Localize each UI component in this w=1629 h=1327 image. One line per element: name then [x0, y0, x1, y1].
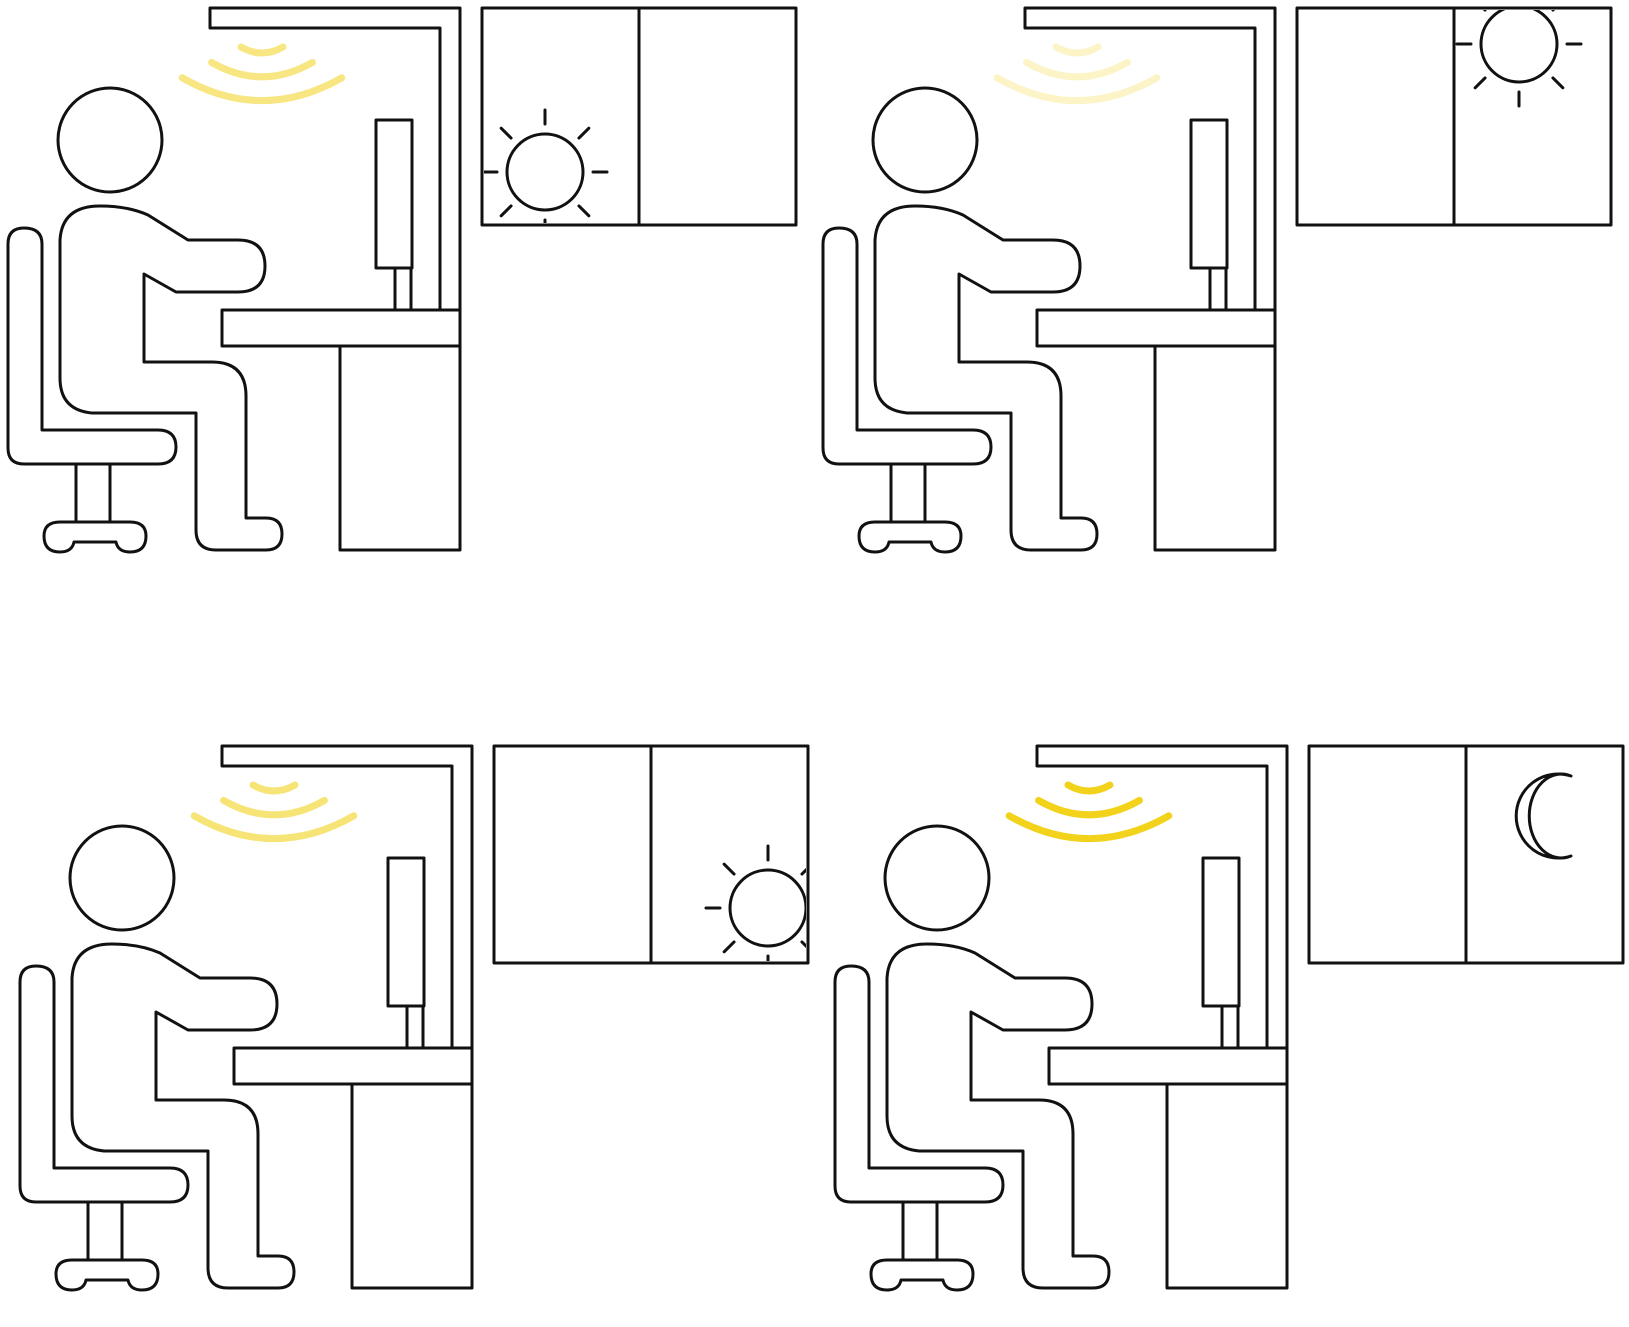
light-wave-icon — [178, 43, 346, 105]
workstation-scene — [18, 744, 810, 1292]
sun-icon — [1455, 10, 1583, 108]
light-wave-icon — [993, 43, 1161, 105]
light-wave-icon — [1005, 781, 1173, 843]
light-wave-icon — [190, 781, 358, 843]
workstation-panel — [833, 744, 1625, 1292]
workstation-scene — [833, 744, 1625, 1292]
moon-icon — [1514, 772, 1573, 860]
workstation-panel — [821, 6, 1613, 554]
workstation-panel — [18, 744, 810, 1292]
workstation-scene — [6, 6, 798, 554]
workstation-scene — [821, 6, 1613, 554]
workstation-panel — [6, 6, 798, 554]
sun-icon — [704, 844, 806, 961]
sun-icon — [484, 108, 609, 223]
